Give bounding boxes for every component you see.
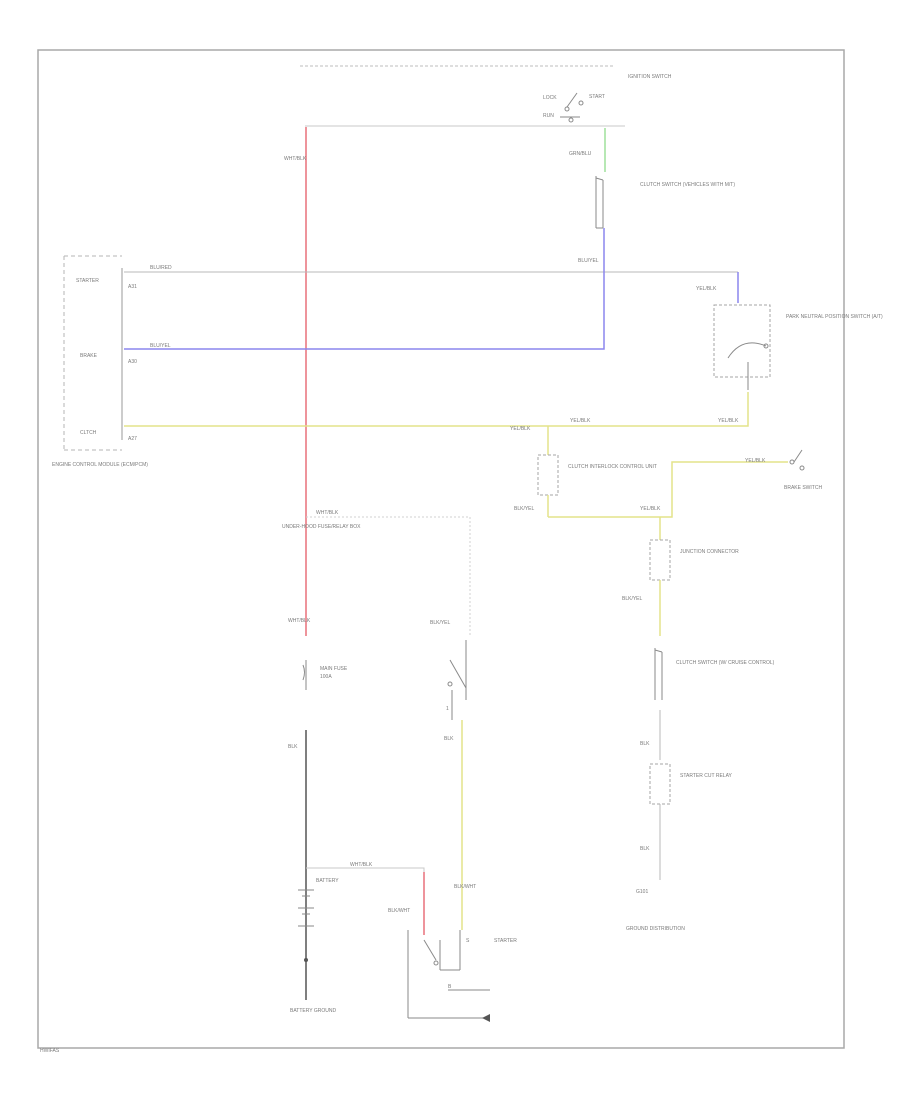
ground-g101-label: G101 — [636, 889, 648, 895]
relay-number-label: 1 — [446, 706, 449, 712]
park-neutral-label: PARK NEUTRAL POSITION SWITCH (A/T) — [786, 314, 883, 320]
park-neutral-switch-box — [713, 304, 771, 378]
red-wire-label: WHT/BLK — [284, 156, 307, 162]
clutch-switch-label: CLUTCH SWITCH (VEHICLES WITH M/T) — [640, 182, 735, 188]
starter-label: STARTER — [494, 938, 517, 944]
battery-ground-terminal — [304, 958, 308, 962]
clutch-cruise-label: CLUTCH SWITCH (W/ CRUISE CONTROL) — [676, 660, 775, 666]
green-wire-label: GRN/BLU — [569, 151, 592, 157]
blk-wht-starter-label: BLK/WHT — [454, 884, 476, 890]
junction-a-label: CLUTCH INTERLOCK CONTROL UNIT — [568, 464, 657, 470]
battery-ground-label: BATTERY GROUND — [290, 1008, 337, 1014]
starter-cut-top-label: YEL/BLK — [745, 458, 766, 464]
blk-wht-solenoid-label: BLK/WHT — [388, 908, 410, 914]
yel-blk-label-mid2: YEL/BLK — [570, 418, 591, 424]
ecm-starter-pin: STARTER — [76, 278, 99, 284]
brake-switch-symbol — [789, 449, 805, 471]
yel-blk-label-right: YEL/BLK — [718, 418, 739, 424]
starter-relay-symbol — [447, 640, 467, 720]
clutch-switch-symbol — [595, 176, 604, 229]
diagram-frame — [37, 49, 845, 1049]
gray-dotted-relay-wire — [306, 516, 471, 636]
blu-yel-label-top: BLU/YEL — [578, 258, 599, 264]
blue-brake-wire — [124, 228, 605, 350]
ecm-name-label: ENGINE CONTROL MODULE (ECM/PCM) — [52, 462, 148, 468]
yellow-crossover-wire — [548, 461, 788, 518]
starter-b-terminal: B — [448, 984, 452, 990]
blk-yel-right-label: BLK/YEL — [622, 596, 643, 602]
yel-blk-ecm-label: YEL/BLK — [696, 286, 717, 292]
yel-blk-label-mid: YEL/BLK — [510, 426, 531, 432]
blk-bottom-label: BLK — [640, 846, 650, 852]
ignition-switch-label: IGNITION SWITCH — [628, 74, 672, 80]
ecm-box — [63, 255, 122, 451]
junction-connector-b — [649, 539, 671, 581]
ecm-pin-a31: A31 — [128, 284, 137, 290]
ecm-pin-a30: A30 — [128, 359, 137, 365]
junction-b-label: JUNCTION CONNECTOR — [680, 549, 739, 555]
blu-yel-right-label: YEL/BLK — [640, 506, 661, 512]
underhood-label: UNDER-HOOD FUSE/RELAY BOX — [282, 524, 361, 530]
brake-switch-label: BRAKE SWITCH — [784, 485, 822, 491]
starter-s-terminal: S — [466, 938, 470, 944]
ecm-pin-a27: A27 — [128, 436, 137, 442]
blk-right-label: BLK — [640, 741, 650, 747]
starter-ground-arrow — [482, 1014, 490, 1022]
wht-blk-relay-label: WHT/BLK — [288, 618, 311, 624]
blk-yel-relay-label: BLK/YEL — [430, 620, 451, 626]
ignition-switch-pos-start: START — [589, 94, 605, 100]
wht-blk-battery-label: WHT/BLK — [350, 862, 373, 868]
main-fuse-symbol — [302, 660, 307, 690]
junction-connector-a — [537, 454, 559, 496]
ecm-clutch-pin: CLTCH — [80, 430, 97, 436]
ignition-switch-symbol — [560, 92, 584, 123]
ground-distribution-label: GROUND DISTRIBUTION — [626, 926, 685, 932]
main-fuse-label: MAIN FUSE — [320, 666, 348, 672]
yellow-clutch-signal-wire — [124, 392, 749, 427]
wht-blk-junction-label: WHT/BLK — [316, 510, 339, 516]
ecm-brake-pin: BRAKE — [80, 353, 98, 359]
blk-battery-label: BLK — [288, 744, 298, 750]
blk-relay-out-label: BLK — [444, 736, 454, 742]
starter-motor-symbol — [407, 930, 490, 1019]
starter-cut-relay-box — [649, 763, 671, 805]
blu-red-label: BLU/RED — [150, 265, 172, 271]
clutch-cruise-switch-symbol — [654, 648, 663, 700]
main-fuse-size: 100A — [320, 674, 332, 680]
ignition-switch-pos-run: RUN — [543, 113, 554, 119]
figure-code: HWIFAS — [40, 1048, 60, 1054]
blu-yel-label-mid: BLU/YEL — [150, 343, 171, 349]
starter-cut-relay-label: STARTER CUT RELAY — [680, 773, 733, 779]
battery-label: BATTERY — [316, 878, 339, 884]
ignition-switch-pos-lock: LOCK — [543, 95, 557, 101]
battery-symbol — [298, 889, 314, 927]
park-neutral-switch-contacts — [727, 342, 769, 390]
blk-yel-label-b: BLK/YEL — [514, 506, 535, 512]
